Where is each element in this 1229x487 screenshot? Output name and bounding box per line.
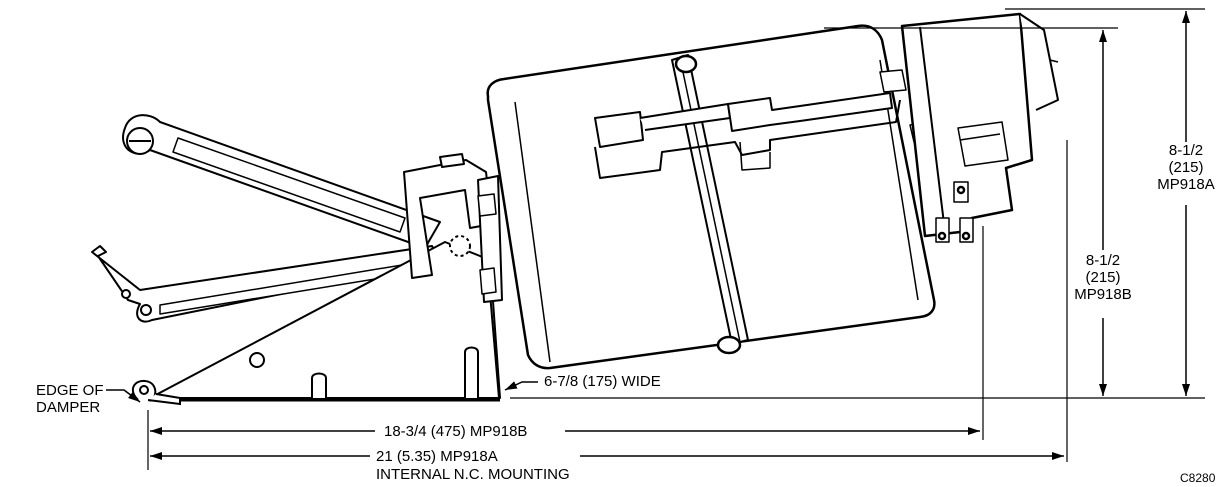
height-mp918b-label-line3: MP918B xyxy=(1074,286,1132,303)
upper-crank-arm xyxy=(122,114,441,249)
height-mp918a-label-line1: 8-1/2 xyxy=(1168,142,1204,159)
height-mp918a-label-line3: MP918A xyxy=(1157,176,1215,193)
height-mp918b-label-line1: 8-1/2 xyxy=(1085,252,1121,269)
damper-edge-clip xyxy=(131,379,181,406)
actuator-body xyxy=(477,24,939,370)
height-mp918a-label-line2: (215) xyxy=(1168,159,1204,176)
edge-of-damper-label-line1: EDGE OF xyxy=(36,382,104,399)
height-mp918b-label-line2: (215) xyxy=(1085,269,1121,286)
extension-lines xyxy=(147,8,1205,470)
length-mp918b-label: 18-3/4 (475) MP918B xyxy=(384,423,528,440)
length-mp918a-label: 21 (5.35) MP918A xyxy=(376,448,498,465)
width-dimension-label: 6-7/8 (175) WIDE xyxy=(544,373,661,390)
figure-code: C8280 xyxy=(1180,471,1216,485)
mounting-label: INTERNAL N.C. MOUNTING xyxy=(376,466,570,483)
dimension-lines xyxy=(106,11,1190,460)
edge-of-damper-label-line2: DAMPER xyxy=(36,399,101,416)
end-cap xyxy=(900,12,1059,243)
